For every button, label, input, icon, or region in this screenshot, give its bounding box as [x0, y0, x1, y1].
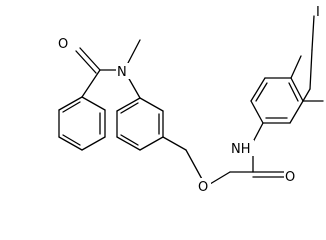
n-methyl-group	[127, 39, 141, 99]
atom-O-carbonyl-left: O	[58, 37, 68, 52]
central-phenylene-ring	[116, 97, 164, 151]
chemical-structure: O N I NH O O	[58, 3, 324, 195]
ether-linkage	[162, 136, 231, 185]
benzoyl-ring	[58, 96, 106, 151]
iodophenyl-ring	[250, 55, 324, 143]
acetamide-group	[229, 153, 287, 178]
atom-iodine: I	[316, 5, 320, 20]
iodine-bond	[302, 15, 315, 102]
atom-N-methyl: N	[117, 65, 127, 80]
atom-O-ether: O	[198, 180, 208, 195]
benzamide-carbonyl	[75, 47, 119, 98]
atom-labels: O N I NH O O	[58, 3, 324, 195]
atom-O-carbonyl-right: O	[285, 170, 295, 185]
atom-NH: NH	[231, 142, 251, 157]
